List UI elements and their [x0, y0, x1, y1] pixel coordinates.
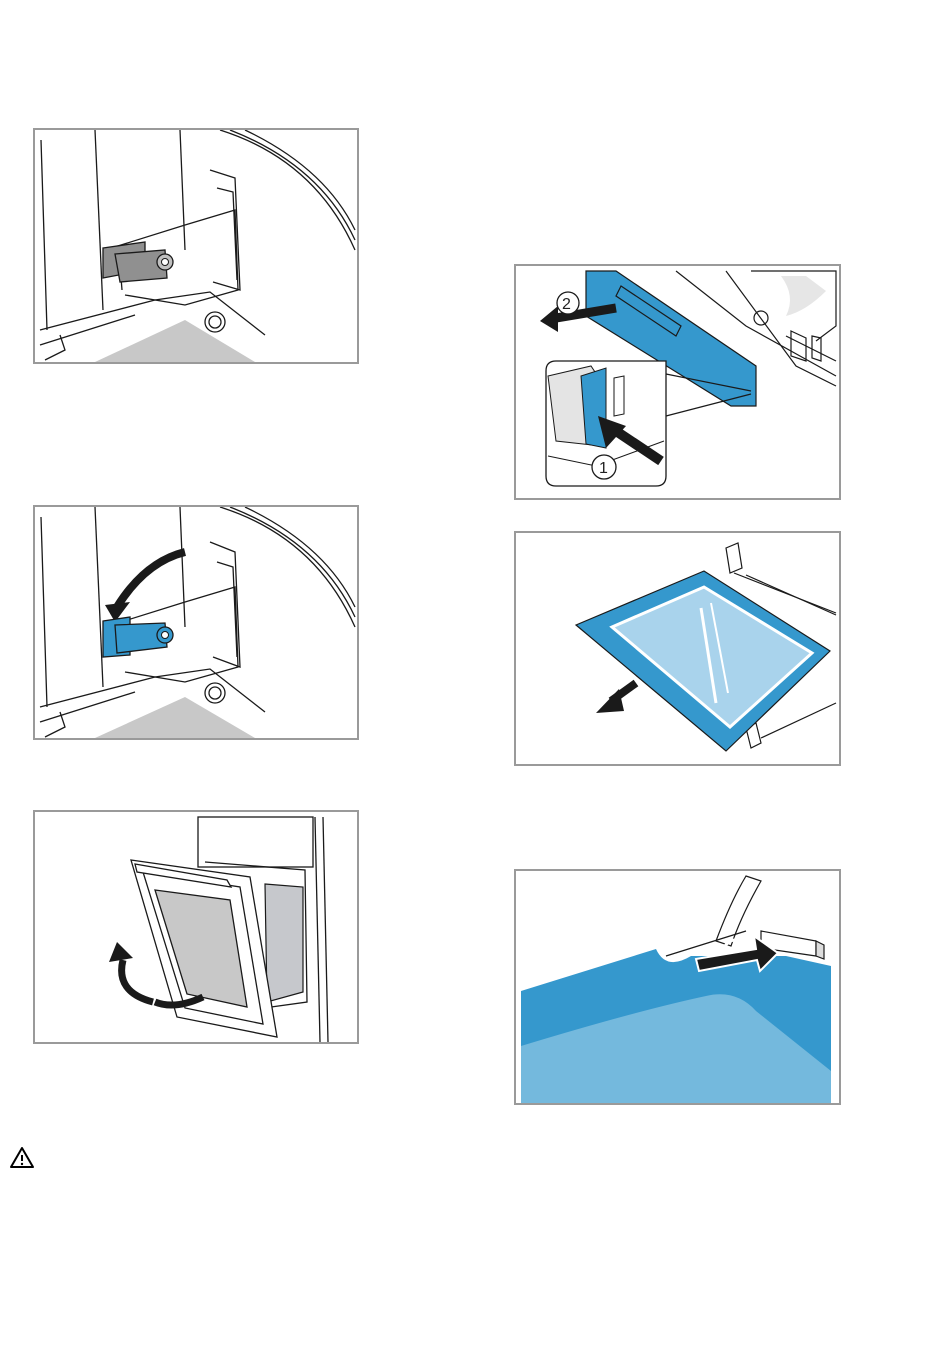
figure-hinge-lever-open [33, 505, 359, 740]
hinge-closed-illustration [35, 130, 357, 362]
rotate-arrow-icon [117, 552, 185, 607]
cover-release-illustration: 2 1 [516, 266, 839, 498]
figure-door-cover-release: 2 1 [514, 264, 841, 500]
glass-removal-illustration [516, 533, 839, 764]
figure-oven-door-removal [33, 810, 359, 1044]
door-removal-illustration [35, 812, 357, 1042]
hinge-open-illustration [35, 507, 357, 738]
rotate-arrow-icon [122, 960, 153, 1002]
callout-1: 1 [599, 460, 608, 477]
glass-insertion-illustration [516, 871, 839, 1103]
hinge-lever-icon [103, 242, 173, 282]
figure-inner-glass-removal [514, 531, 841, 766]
callout-2: 2 [562, 296, 571, 313]
figure-hinge-lever-closed [33, 128, 359, 364]
figure-glass-insertion [514, 869, 841, 1105]
warning-icon [9, 1146, 35, 1170]
hinge-lever-icon [103, 617, 173, 657]
